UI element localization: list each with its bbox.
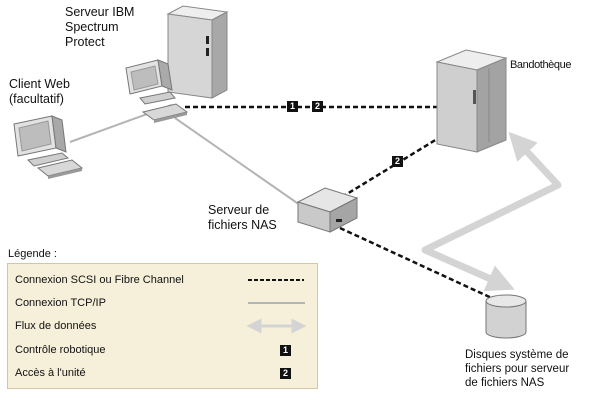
legend-robot-badge: 1 [280,345,291,356]
server-monitor-icon [125,59,176,105]
server-keyboard-icon [141,103,189,123]
scsi-link-nas-disks [339,226,497,302]
library-label: Bandothèque [510,59,572,71]
legend-drive-badge: 2 [280,368,291,379]
server-tower-icon [166,5,229,99]
legend-symbols [246,279,307,334]
robot-control-badge: 1 [287,101,298,112]
client-label: Client Web (facultatif) [9,77,70,106]
nas-server-icon [296,187,359,233]
legend-title: Légende : [8,248,57,260]
server-label: Serveur IBM Spectrum Protect [65,5,135,49]
tcpip-link-server-nas [174,117,301,206]
legend-item-scsi: Connexion SCSI ou Fibre Channel [15,274,184,286]
client-computer-icon [13,115,84,179]
legend-box: Connexion SCSI ou Fibre Channel Connexio… [7,263,318,389]
drive-access-badge-nas: 2 [392,156,403,167]
legend-item-drive-access: Accès à l'unité [15,367,86,379]
legend-item-tcpip: Connexion TCP/IP [15,297,106,309]
tape-library-icon [435,49,508,153]
disk-storage-icon [485,294,527,339]
legend-item-data-flow: Flux de données [15,320,97,332]
legend-item-robot-control: Contrôle robotique [15,344,106,356]
nas-server-label: Serveur de fichiers NAS [208,203,277,232]
data-flow-arrow [421,131,562,292]
disks-label: Disques système de fichiers pour serveur… [465,349,570,389]
drive-access-badge: 2 [312,101,323,112]
